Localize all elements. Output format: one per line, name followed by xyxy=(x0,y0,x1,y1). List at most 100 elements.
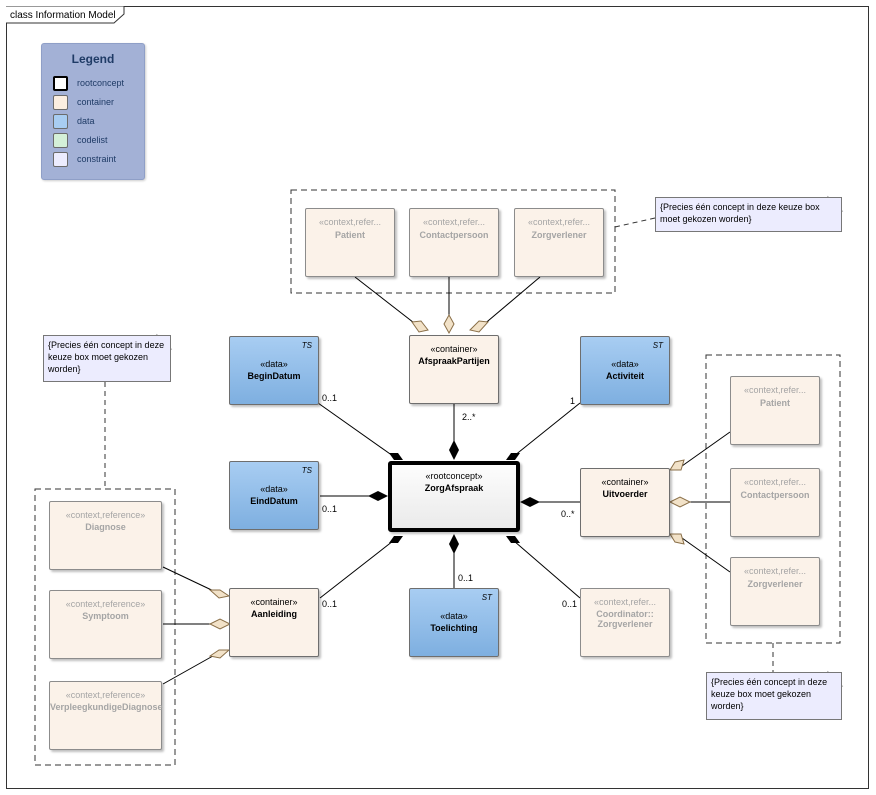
multiplicity-toelichting: 0..1 xyxy=(458,573,474,583)
ref-box-diagnose[interactable]: «context,reference» Diagnose xyxy=(49,501,162,570)
stereotype-label: «data» xyxy=(260,359,288,369)
coordinator-box[interactable]: «context,refer... Coordinator:: Zorgverl… xyxy=(580,588,670,657)
legend-swatch-constraint xyxy=(53,152,68,167)
multiplicity-aanleiding: 0..1 xyxy=(322,599,338,609)
element-name: Patient xyxy=(334,230,365,240)
stereotype-label: «context,refer... xyxy=(743,477,807,487)
ref-box-verpleegkundigediagnose[interactable]: «context,reference» VerpleegkundigeDiagn… xyxy=(49,681,163,750)
diamond-begindatum xyxy=(389,453,403,460)
element-name: Diagnose xyxy=(85,522,126,532)
afspraakpartijen-box[interactable]: «container» AfspraakPartijen xyxy=(409,335,499,404)
ref-box-contactpersoon-top[interactable]: «context,refer... Contactpersoon xyxy=(409,208,499,277)
ref-box-zorgverlener-top[interactable]: «context,refer... Zorgverlener xyxy=(514,208,604,277)
frame-tab xyxy=(6,6,125,24)
legend-label: codelist xyxy=(77,135,108,145)
stereotype-label: «context,refer... xyxy=(593,597,657,607)
element-name: Uitvoerder xyxy=(602,489,648,499)
stereotype-label: «context,refer... xyxy=(318,217,382,227)
element-name: Zorgverlener xyxy=(747,579,803,589)
element-name: VerpleegkundigeDiagnose xyxy=(50,702,163,712)
element-name: Aanleiding xyxy=(250,609,297,619)
zorgafspraak-root-box[interactable]: «rootconcept» ZorgAfspraak xyxy=(388,461,520,532)
legend-title: Legend xyxy=(71,52,115,66)
stereotype-label: «container» xyxy=(250,597,298,607)
stereotype-label: «context,refer... xyxy=(422,217,486,227)
assoc-aanleiding xyxy=(319,540,394,599)
element-name: Activiteit xyxy=(605,371,644,381)
legend-swatch-container xyxy=(53,95,68,110)
element-name: AfspraakPartijen xyxy=(418,356,490,366)
element-name: Contactpersoon xyxy=(419,230,489,240)
stereotype-label: «data» xyxy=(440,611,468,621)
multiplicity-coordinator: 0..1 xyxy=(562,599,578,609)
ref-box-patient-right[interactable]: «context,refer... Patient xyxy=(730,376,820,445)
legend-label: data xyxy=(77,116,95,126)
ref-box-contactpersoon-right[interactable]: «context,refer... Contactpersoon xyxy=(730,468,820,537)
legend-label: rootconcept xyxy=(77,78,125,88)
toelichting-box[interactable]: ST «data» Toelichting xyxy=(409,588,499,657)
choice-box-right xyxy=(705,354,841,644)
diamond-activiteit xyxy=(506,453,520,460)
diamond-aanleiding xyxy=(389,536,403,543)
legend-swatch-rootconcept xyxy=(53,76,68,91)
choice-box-left xyxy=(34,488,176,766)
datatype-tag: ST xyxy=(481,593,492,602)
constraint-note-top[interactable]: {Precies één concept in deze keuze box m… xyxy=(655,197,842,232)
stereotype-label: «data» xyxy=(611,359,639,369)
diamond-uitvoerder xyxy=(520,497,540,507)
choice-box-top xyxy=(290,189,616,294)
constraint-note-left[interactable]: {Precies één concept in deze keuze box m… xyxy=(43,335,171,382)
begindatum-box[interactable]: TS «data» BeginDatum xyxy=(229,336,319,405)
stereotype-label: «context,refer... xyxy=(743,566,807,576)
stereotype-label: «context,refer... xyxy=(527,217,591,227)
diamond-toelichting xyxy=(449,534,459,554)
element-name: Zorgverlener xyxy=(531,230,587,240)
legend-swatch-data xyxy=(53,114,68,129)
element-name: Contactpersoon xyxy=(740,490,810,500)
diamond-afspraakpartijen xyxy=(449,440,459,460)
multiplicity-einddatum: 0..1 xyxy=(322,504,338,514)
assoc-begindatum xyxy=(317,402,394,457)
stereotype-label: «context,reference» xyxy=(65,690,146,700)
frame-title: class Information Model xyxy=(10,10,116,21)
ref-box-patient-top[interactable]: «context,refer... Patient xyxy=(305,208,395,277)
assoc-coordinator xyxy=(513,540,581,599)
stereotype-label: «context,refer... xyxy=(743,385,807,395)
stereotype-label: «container» xyxy=(430,344,478,354)
datatype-tag: ST xyxy=(652,341,663,350)
diamond-coordinator xyxy=(506,536,520,543)
datatype-tag: TS xyxy=(301,341,312,350)
element-name-line2: Zorgverlener xyxy=(597,619,653,629)
stereotype-label: «rootconcept» xyxy=(425,471,483,481)
stereotype-label: «context,reference» xyxy=(65,599,146,609)
element-name: EindDatum xyxy=(250,496,298,506)
element-name: Symptoom xyxy=(82,611,129,621)
uitvoerder-box[interactable]: «container» Uitvoerder xyxy=(580,468,670,537)
legend: Legend rootconcept container data codeli… xyxy=(41,43,145,180)
element-name: Coordinator:: xyxy=(596,609,654,619)
stereotype-label: «context,reference» xyxy=(65,510,146,520)
note-anchor-top xyxy=(614,217,656,228)
einddatum-box[interactable]: TS «data» EindDatum xyxy=(229,461,319,530)
legend-swatch-codelist xyxy=(53,133,68,148)
stereotype-label: «container» xyxy=(601,477,649,487)
stereotype-label: «data» xyxy=(260,484,288,494)
diamond-eindatum xyxy=(368,491,388,501)
element-name: BeginDatum xyxy=(247,371,301,381)
multiplicity-begindatum: 0..1 xyxy=(322,393,338,403)
aanleiding-box[interactable]: «container» Aanleiding xyxy=(229,588,319,657)
legend-label: constraint xyxy=(77,154,117,164)
assoc-activiteit xyxy=(513,402,581,457)
constraint-note-right[interactable]: {Precies één concept in deze keuze box m… xyxy=(706,672,842,720)
diagram-frame xyxy=(6,6,869,789)
activiteit-box[interactable]: ST «data» Activiteit xyxy=(580,336,670,405)
legend-label: container xyxy=(77,97,115,107)
ref-box-zorgverlener-right[interactable]: «context,refer... Zorgverlener xyxy=(730,557,820,626)
multiplicity-afspraakpartijen: 2..* xyxy=(462,412,476,422)
element-name: Toelichting xyxy=(430,623,478,633)
element-name: Patient xyxy=(759,398,790,408)
datatype-tag: TS xyxy=(301,466,312,475)
ref-box-symptoom[interactable]: «context,reference» Symptoom xyxy=(49,590,162,659)
element-name: ZorgAfspraak xyxy=(424,483,484,493)
multiplicity-uitvoerder: 0..* xyxy=(561,509,575,519)
